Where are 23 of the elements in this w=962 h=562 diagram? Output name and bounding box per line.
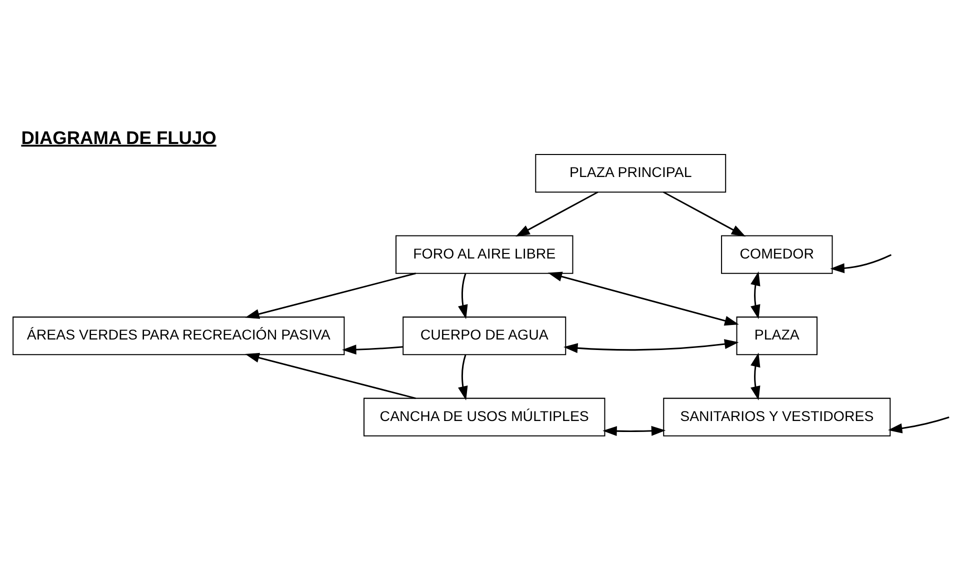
arrow xyxy=(602,426,666,436)
node-box: PLAZA xyxy=(736,316,818,356)
arrow xyxy=(342,344,402,355)
arrow xyxy=(887,416,949,434)
arrow xyxy=(830,254,892,274)
node-box: COMEDOR xyxy=(720,235,832,274)
node-box: CUERPO DE AGUA xyxy=(402,316,566,356)
arrow xyxy=(244,352,416,400)
arrow xyxy=(244,272,416,319)
arrow xyxy=(458,273,468,320)
node-box: PLAZA PRINCIPAL xyxy=(534,154,726,193)
arrow xyxy=(515,191,598,237)
diagram-title: DIAGRAMA DE FLUJO xyxy=(20,126,216,148)
node-box: SANITARIOS Y VESTIDORES xyxy=(662,398,890,436)
node-box: FORO AL AIRE LIBRE xyxy=(394,235,573,274)
node-box: ÁREAS VERDES PARA RECREACIÓN PASIVA xyxy=(12,316,344,356)
arrow xyxy=(547,272,738,326)
node-box: CANCHA DE USOS MÚLTIPLES xyxy=(363,398,605,436)
arrow xyxy=(750,352,760,400)
arrow xyxy=(458,354,468,400)
arrow xyxy=(750,271,760,320)
arrow xyxy=(662,191,746,237)
arrow xyxy=(562,339,738,354)
